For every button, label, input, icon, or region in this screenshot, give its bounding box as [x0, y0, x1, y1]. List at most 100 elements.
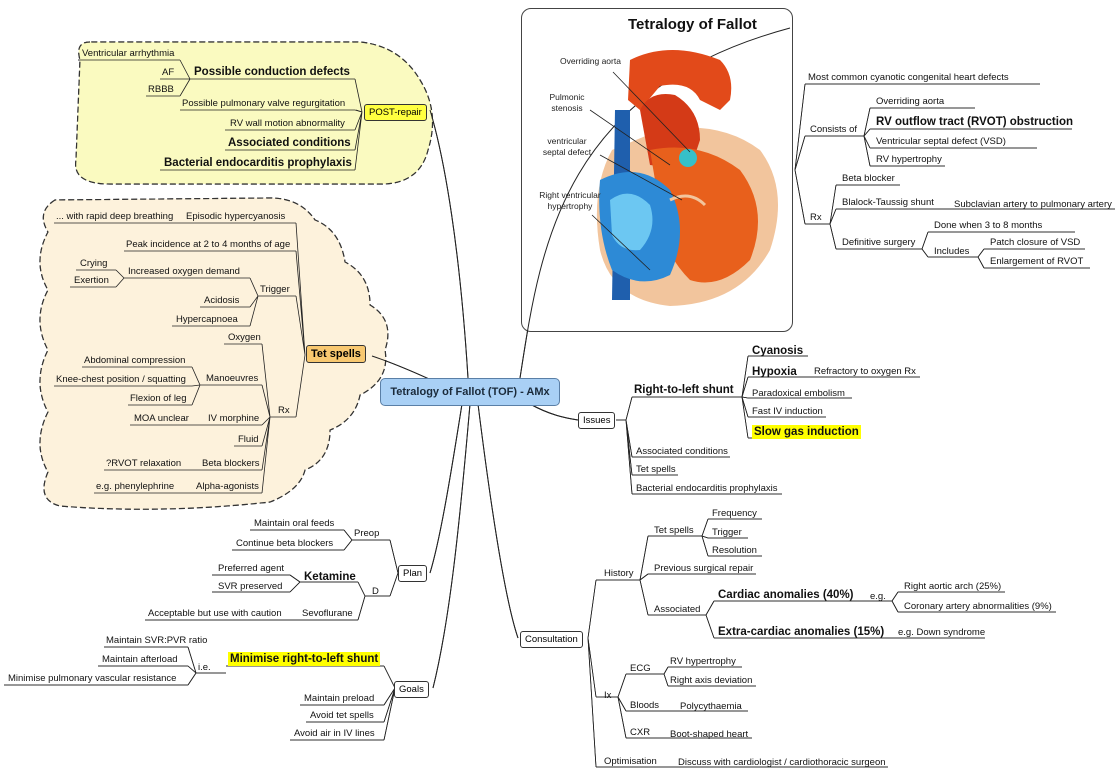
avoid-air: Avoid air in IV lines [294, 728, 375, 739]
ix: Ix [604, 690, 612, 701]
hypoxia: Hypoxia [752, 366, 797, 378]
polycythaemia: Polycythaemia [680, 701, 742, 712]
tet-rx: Rx [278, 405, 290, 416]
patch-closure: Patch closure of VSD [990, 237, 1081, 248]
overriding-aorta: Overriding aorta [876, 96, 945, 107]
increased-o2: Increased oxygen demand [128, 266, 240, 277]
central-topic[interactable]: Tetralogy of Fallot (TOF) - AMx [380, 378, 560, 406]
post-associated-conditions: Associated conditions [228, 137, 351, 149]
paradoxical-embolism: Paradoxical embolism [752, 388, 845, 399]
plan-node[interactable]: Plan [398, 565, 428, 582]
associated: Associated [654, 604, 701, 615]
pulm-regurg: Possible pulmonary valve regurgitation [182, 98, 346, 109]
minimise-pvr: Minimise pulmonary vascular resistance [8, 673, 177, 684]
fast-iv-induction: Fast IV induction [752, 406, 823, 417]
maintain-preload: Maintain preload [304, 693, 375, 704]
frequency: Frequency [712, 508, 757, 519]
phenylephrine: e.g. phenylephrine [96, 481, 175, 492]
previous-repair: Previous surgical repair [654, 563, 754, 574]
rv-wall-motion: RV wall motion abnormality [230, 118, 345, 129]
issues-tet-spells: Tet spells [636, 464, 676, 475]
post-repair-node[interactable]: POST-repair [364, 104, 427, 121]
avoid-tet-spells: Avoid tet spells [310, 710, 374, 721]
flexion-of-leg: Flexion of leg [130, 393, 187, 404]
boot-shaped-heart: Boot-shaped heart [670, 729, 749, 740]
consultation-branches [587, 518, 1056, 768]
ecg: ECG [630, 663, 651, 674]
history-tet-spells: Tet spells [654, 525, 694, 536]
iv-morphine: IV morphine [208, 413, 260, 424]
tet-spells-node[interactable]: Tet spells [306, 345, 366, 363]
cardiac-eg: e.g. [870, 591, 886, 602]
alpha-agonists: Alpha-agonists [196, 481, 259, 492]
manoeuvres: Manoeuvres [206, 373, 259, 384]
consists-of: Consists of [810, 124, 857, 135]
history-trigger: Trigger [712, 527, 742, 538]
right-to-left-shunt: Right-to-left shunt [634, 384, 734, 396]
includes: Includes [934, 246, 970, 257]
post-endocarditis: Bacterial endocarditis prophylaxis [164, 157, 352, 169]
hypercapnoea: Hypercapnoea [176, 314, 238, 325]
acceptable-caution: Acceptable but use with caution [148, 608, 282, 619]
blalock-taussig: Blalock-Taussig shunt [842, 197, 934, 208]
issues-node[interactable]: Issues [578, 412, 616, 429]
maintain-afterload: Maintain afterload [102, 654, 178, 665]
most-common: Most common cyanotic congenital heart de… [808, 72, 1009, 83]
refractory-to-o2: Refractory to oxygen Rx [814, 366, 916, 377]
down-syndrome: e.g. Down syndrome [898, 627, 986, 638]
issues-endocarditis: Bacterial endocarditis prophylaxis [636, 483, 778, 494]
exertion: Exertion [74, 275, 109, 286]
vsd: Ventricular septal defect (VSD) [876, 136, 1006, 147]
right-axis-deviation: Right axis deviation [670, 675, 753, 686]
minimise-shunt: Minimise right-to-left shunt [228, 652, 381, 666]
subclavian-to-pa: Subclavian artery to pulmonary artery [954, 199, 1112, 210]
done-when: Done when 3 to 8 months [934, 220, 1043, 231]
goals-ie: i.e. [198, 662, 211, 673]
consultation-node[interactable]: Consultation [520, 631, 583, 648]
beta-blocker: Beta blocker [842, 173, 895, 184]
knee-chest: Knee-chest position / squatting [56, 374, 186, 385]
ventricular-arrhythmia: Ventricular arrhythmia [82, 48, 175, 59]
fluid: Fluid [238, 434, 259, 445]
goals-node[interactable]: Goals [394, 681, 429, 698]
bloods: Bloods [630, 700, 660, 711]
cardiac-anomalies: Cardiac anomalies (40%) [718, 589, 854, 601]
resolution: Resolution [712, 545, 757, 556]
af: AF [162, 67, 175, 78]
conduction-defects: Possible conduction defects [194, 66, 350, 78]
trigger: Trigger [260, 284, 290, 295]
sevoflurane: Sevoflurane [302, 608, 353, 619]
oxygen: Oxygen [228, 332, 261, 343]
maintain-oral-feeds: Maintain oral feeds [254, 518, 335, 529]
issues-associated: Associated conditions [636, 446, 728, 457]
rapid-breathing: ... with rapid deep breathing [56, 211, 174, 222]
continue-beta-blockers: Continue beta blockers [236, 538, 334, 549]
svr-preserved: SVR preserved [218, 581, 283, 592]
illustration-title: Tetralogy of Fallot [628, 16, 757, 33]
crying: Crying [80, 258, 108, 269]
right-aortic-arch: Right aortic arch (25%) [904, 581, 1002, 592]
enlargement-rvot: Enlargement of RVOT [990, 256, 1084, 267]
beta-blockers: Beta blockers [202, 458, 260, 469]
rbbb: RBBB [148, 84, 174, 95]
ketamine: Ketamine [304, 571, 356, 583]
preferred-agent: Preferred agent [218, 563, 285, 574]
peak-incidence: Peak incidence at 2 to 4 months of age [126, 239, 291, 250]
moa-unclear: MOA unclear [134, 413, 189, 424]
rvot-obstruction: RV outflow tract (RVOT) obstruction [876, 116, 1073, 128]
plan-d: D [372, 586, 379, 597]
discuss-cardiologist: Discuss with cardiologist / cardiothorac… [678, 757, 886, 768]
extra-cardiac: Extra-cardiac anomalies (15%) [718, 626, 885, 638]
cyanosis: Cyanosis [752, 345, 804, 357]
preop: Preop [354, 528, 380, 539]
definitive-surgery: Definitive surgery [842, 237, 916, 248]
ecg-rvh: RV hypertrophy [670, 656, 736, 667]
coronary-abnormalities: Coronary artery abnormalities (9%) [904, 601, 1052, 612]
label-overriding-aorta: Overriding aorta [560, 56, 621, 66]
overview-rx: Rx [810, 212, 822, 223]
abdominal-compression: Abdominal compression [84, 355, 186, 366]
acidosis: Acidosis [204, 295, 240, 306]
